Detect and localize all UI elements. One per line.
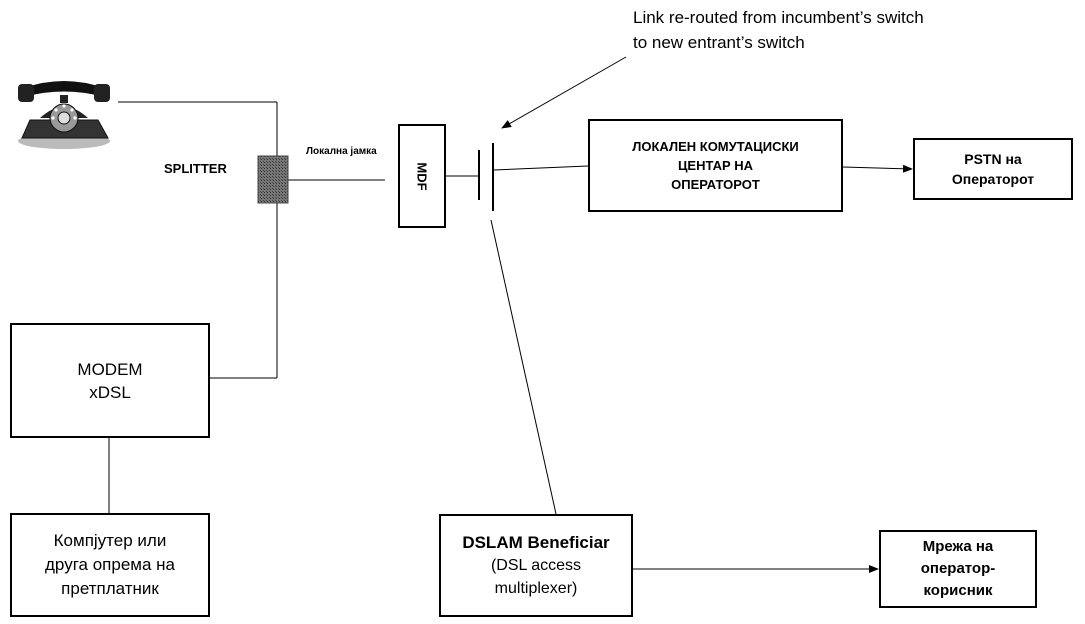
mdf-box: MDF <box>398 124 446 228</box>
splitter-block <box>257 155 289 204</box>
pstn-line-1: PSTN на <box>964 151 1022 167</box>
computer-box: Компјутер или друга опрема на претплатни… <box>10 513 210 617</box>
pstn-line-2: Операторот <box>951 171 1035 187</box>
local-switch-box: ЛОКАЛЕН КОМУТАЦИСКИ ЦЕНТАР НА ОПЕРАТОРОТ <box>588 119 843 212</box>
local-switch-line-2: ЦЕНТАР НА <box>677 158 754 173</box>
dslam-line-2: (DSL access <box>490 557 582 574</box>
pstn-box: PSTN на Операторот <box>913 138 1073 200</box>
annotation-arrow <box>501 56 627 129</box>
annotation-line-1: Link re-routed from incumbent’s switch <box>633 8 924 27</box>
computer-line-1: Компјутер или <box>53 531 167 550</box>
computer-line-3: претплатник <box>61 579 159 598</box>
annotation-line-2: to new entrant’s switch <box>633 33 805 52</box>
modem-line-2: xDSL <box>89 382 131 402</box>
mdf-label: MDF <box>414 161 430 191</box>
rerouted-link-line <box>490 219 557 515</box>
modem-box: MODEM xDSL <box>10 323 210 438</box>
user-network-line-3: корисник <box>923 582 993 599</box>
local-switch-line-3: ОПЕРАТОРОТ <box>671 177 760 192</box>
dslam-box: DSLAM Beneficiar (DSL access multiplexer… <box>439 514 633 617</box>
modem-line-1: MODEM <box>77 359 143 379</box>
user-network-line-2: оператор- <box>920 560 996 577</box>
splitter-label: SPLITTER <box>164 161 227 176</box>
dslam-line-3: multiplexer) <box>494 580 578 597</box>
dslam-line-1: DSLAM Beneficiar <box>462 533 610 552</box>
local-loop-label: Локална јамка <box>306 146 377 157</box>
switch-pstn-arrow <box>842 164 913 173</box>
user-network-box: Мрежа на оператор- корисник <box>879 530 1037 608</box>
local-switch-line-1: ЛОКАЛЕН КОМУТАЦИСКИ <box>632 139 799 154</box>
computer-line-2: друга опрема на <box>45 555 175 574</box>
rotary-telephone-icon <box>18 81 110 149</box>
jumper-switch-line <box>493 165 589 171</box>
user-network-line-1: Мрежа на <box>922 538 994 555</box>
